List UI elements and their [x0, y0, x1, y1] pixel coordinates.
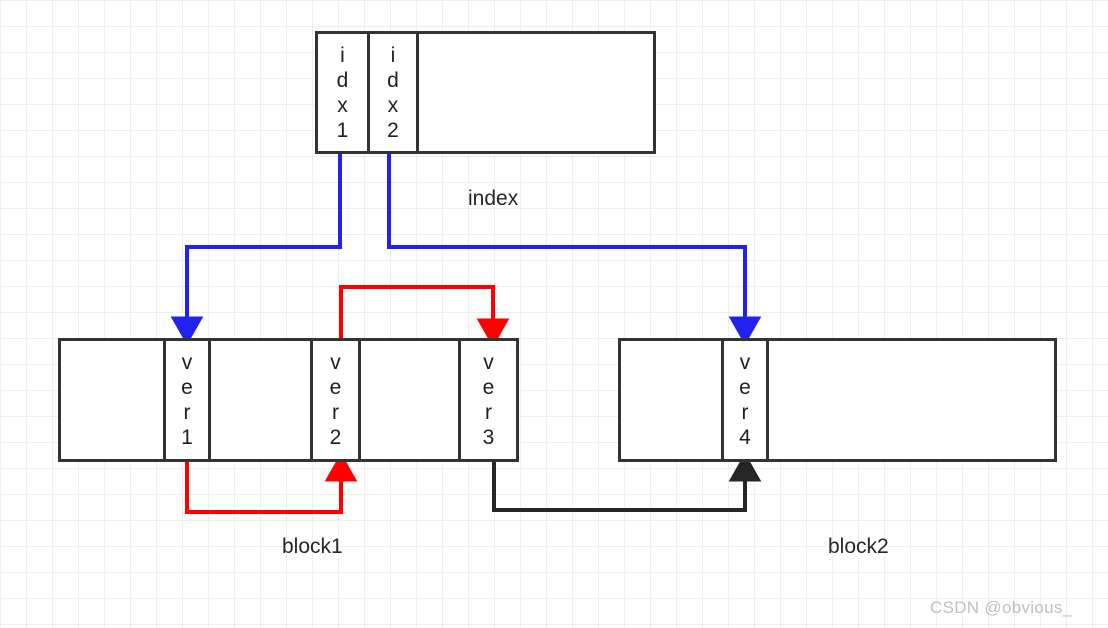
block1-cell-ver3[interactable]: v e r 3 — [458, 341, 516, 459]
block1-caption: block1 — [282, 535, 343, 558]
index-cell-idx2-label: i d x 2 — [387, 43, 399, 142]
block1-cell-ver1-label: v e r 1 — [181, 351, 193, 449]
index-cell-idx2[interactable]: i d x 2 — [367, 34, 416, 151]
index-cell-idx1[interactable]: i d x 1 — [318, 34, 367, 151]
index-node: i d x 1 i d x 2 — [315, 31, 656, 154]
block2-caption: block2 — [828, 535, 889, 558]
index-caption: index — [468, 187, 519, 210]
connector-ver3-to-ver4 — [492, 452, 762, 512]
csdn-watermark: CSDN @obvious_ — [930, 598, 1073, 617]
block2-cell-ver4[interactable]: v e r 4 — [721, 341, 766, 459]
block1-cell-ver1[interactable]: v e r 1 — [163, 341, 208, 459]
connector-idx2-to-ver4 — [387, 154, 762, 346]
block2-cell-empty-1[interactable] — [621, 341, 721, 459]
block1-cell-empty-2[interactable] — [208, 341, 310, 459]
block1-cell-ver2[interactable]: v e r 2 — [310, 341, 358, 459]
connector-ver1-to-ver2 — [185, 452, 358, 514]
block1-cell-ver3-label: v e r 3 — [482, 351, 495, 449]
index-cell-idx1-label: i d x 1 — [336, 43, 349, 142]
block1-cell-ver2-label: v e r 2 — [329, 351, 342, 449]
block2-node: v e r 4 — [618, 338, 1057, 462]
connector-ver2-to-ver3 — [339, 285, 510, 348]
block1-cell-empty-1[interactable] — [61, 341, 163, 459]
block2-cell-ver4-label: v e r 4 — [739, 351, 751, 449]
connector-idx1-to-ver1 — [170, 154, 342, 346]
block2-cell-empty-2[interactable] — [766, 341, 1054, 459]
block1-cell-empty-3[interactable] — [358, 341, 458, 459]
block1-node: v e r 1 v e r 2 v e r 3 — [58, 338, 519, 462]
index-cell-empty[interactable] — [416, 34, 653, 151]
